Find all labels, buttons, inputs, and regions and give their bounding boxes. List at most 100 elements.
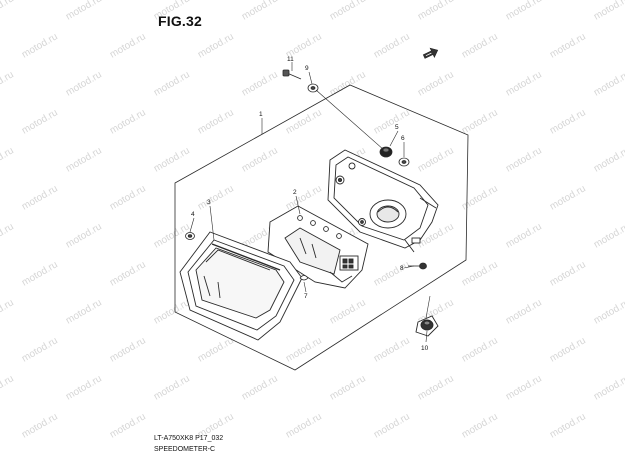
watermark-text: motod.ru [240,0,280,23]
part-4-grommet [185,232,195,240]
watermark-text: motod.ru [504,221,544,250]
watermark-text: motod.ru [284,107,324,136]
callout-11: 11 [287,56,294,63]
watermark-text: motod.ru [372,107,412,136]
callout-6: 6 [401,135,405,142]
watermark-text: motod.ru [64,221,104,250]
watermark-text: motod.ru [0,297,16,326]
figure-title: FIG.32 [158,13,202,29]
rear-case [327,149,439,253]
callout-8: 8 [400,265,404,272]
watermark-text: motod.ru [284,335,324,364]
watermark-text: motod.ru [20,335,60,364]
watermark-text: motod.ru [592,0,625,23]
watermark-text: motod.ru [548,183,588,212]
watermark-text: motod.ru [108,31,148,60]
watermark-text: motod.ru [240,69,280,98]
watermark-text: motod.ru [284,183,324,212]
watermark-text: motod.ru [20,183,60,212]
watermark-text: motod.ru [152,297,192,326]
watermark-text: motod.ru [196,335,236,364]
watermark-text: motod.ru [548,411,588,440]
watermark-text: motod.ru [372,411,412,440]
watermark-text: motod.ru [504,297,544,326]
watermark-text: motod.ru [0,0,16,23]
watermark-text: motod.ru [64,0,104,23]
watermark-text: motod.ru [416,0,456,23]
watermark-text: motod.ru [284,411,324,440]
watermark-text: motod.ru [592,297,625,326]
part-7-clip [299,275,309,281]
watermark-text: motod.ru [416,69,456,98]
assembly-name: SPEEDOMETER-C [154,446,216,453]
watermark-text: motod.ru [372,259,412,288]
drawing-code: LT-A750XK8 P17_032 [154,435,224,442]
callout-9: 9 [305,65,309,72]
watermark-text: motod.ru [196,107,236,136]
watermark-text: motod.ru [196,31,236,60]
watermark-text: motod.ru [152,69,192,98]
watermark-text: motod.ru [460,259,500,288]
assembly-outline [174,84,469,371]
watermark-text: motod.ru [548,31,588,60]
watermark-text: motod.ru [548,107,588,136]
watermark-text: motod.ru [152,145,192,174]
watermark-text: motod.ru [240,373,280,402]
watermark-text: motod.ru [372,31,412,60]
watermark-text: motod.ru [20,31,60,60]
part-3-front-cover [179,231,303,341]
watermark-text: motod.ru [548,335,588,364]
callout-5: 5 [395,124,399,131]
watermark-text: motod.ru [108,107,148,136]
watermark-text: motod.ru [460,335,500,364]
watermark-text: motod.ru [108,183,148,212]
part-5-grommet [379,146,393,158]
watermark-text: motod.ru [64,373,104,402]
watermark-text: motod.ru [592,373,625,402]
watermark-text: motod.ru [64,69,104,98]
watermark-text: motod.ru [0,373,16,402]
watermark-text: motod.ru [592,221,625,250]
part-11-screw [282,69,302,80]
watermark-text: motod.ru [504,0,544,23]
callout-7: 7 [304,293,308,300]
watermark-text: motod.ru [592,145,625,174]
watermark-text: motod.ru [416,145,456,174]
watermark-text: motod.ru [0,145,16,174]
watermark-text: motod.ru [0,221,16,250]
watermark-text: motod.ru [504,145,544,174]
watermark-text: motod.ru [328,297,368,326]
watermark-text: motod.ru [592,69,625,98]
callout-2: 2 [293,189,297,196]
leader-9 [315,89,385,151]
watermark-text: motod.ru [20,259,60,288]
watermark-text: motod.ru [328,0,368,23]
watermark-text: motod.ru [108,259,148,288]
part-6-grommet [398,157,410,167]
part-9-grommet [307,83,319,93]
watermark-text: motod.ru [64,145,104,174]
watermark-text: motod.ru [504,69,544,98]
watermark-text: motod.ru [240,145,280,174]
watermark-text: motod.ru [108,411,148,440]
watermark-text: motod.ru [20,107,60,136]
watermark-text: motod.ru [460,107,500,136]
watermark-text: motod.ru [0,69,16,98]
watermark-text: motod.ru [152,373,192,402]
front-arrow-icon [422,47,439,59]
watermark-text: motod.ru [196,183,236,212]
leader-lines [189,62,431,343]
watermark-text: motod.ru [416,373,456,402]
part-10-grommet [415,315,439,337]
callout-4: 4 [191,211,195,218]
watermark-text: motod.ru [548,259,588,288]
callout-10: 10 [421,345,429,352]
watermark-text: motod.ru [460,183,500,212]
callout-3: 3 [207,199,211,206]
watermark-text: motod.ru [460,31,500,60]
callout-1: 1 [259,111,263,118]
watermark-text: motod.ru [20,411,60,440]
watermark-text: motod.ru [372,335,412,364]
watermark-text: motod.ru [328,373,368,402]
